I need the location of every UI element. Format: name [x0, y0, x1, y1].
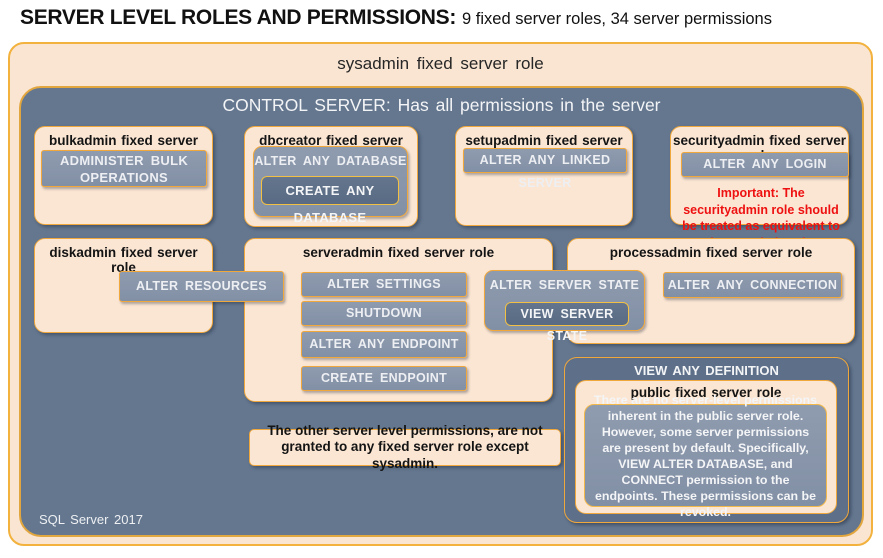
- serveradmin-role-title: serveradmin fixed server role: [302, 245, 495, 260]
- permission-alter-any-endpoint: ALTER ANY ENDPOINT: [301, 331, 467, 358]
- sysadmin-role-box: sysadmin fixed server role CONTROL SERVE…: [8, 42, 873, 546]
- permission-alter-any-database: ALTER ANY DATABASE CREATE ANY DATABASE: [253, 146, 408, 225]
- public-role-box: public fixed server role There are no se…: [575, 380, 837, 519]
- permission-view-any-definition-label: VIEW ANY DEFINITION: [634, 363, 779, 378]
- page-title-sub: 9 fixed server roles, 34 server permissi…: [462, 10, 772, 28]
- permission-alter-resources: ALTER RESOURCES: [119, 271, 284, 302]
- permission-create-any-database: CREATE ANY DATABASE: [261, 176, 399, 225]
- securityadmin-role-box: securityadmin fixed server role ALTER AN…: [670, 126, 849, 250]
- setupadmin-role-box: setupadmin fixed server role ALTER ANY L…: [455, 126, 633, 226]
- securityadmin-warning-text: Important: The securityadmin role should…: [682, 186, 840, 250]
- permission-create-endpoint: CREATE ENDPOINT: [301, 366, 467, 391]
- permission-alter-settings: ALTER SETTINGS: [301, 272, 467, 297]
- page-title-main: SERVER LEVEL ROLES AND PERMISSIONS:: [20, 6, 457, 29]
- control-server-box: CONTROL SERVER: Has all permissions in t…: [19, 86, 864, 537]
- permission-alter-any-database-label: ALTER ANY DATABASE: [254, 154, 407, 168]
- bulkadmin-role-box: bulkadmin fixed server role ADMINISTER B…: [34, 126, 213, 225]
- processadmin-role-title: processadmin fixed server role: [609, 245, 813, 260]
- permission-view-server-state: VIEW SERVER STATE: [505, 302, 629, 343]
- note-other-permissions: The other server level permissions, are …: [249, 423, 561, 471]
- page-title: SERVER LEVEL ROLES AND PERMISSIONS: 9 fix…: [20, 6, 772, 30]
- dbcreator-role-box: dbcreator fixed server role ALTER ANY DA…: [244, 126, 418, 227]
- public-role-description-box: There are no server-level permissions in…: [584, 393, 827, 519]
- view-any-definition-box: VIEW ANY DEFINITION public fixed server …: [564, 357, 849, 523]
- permission-alter-server-state: ALTER SERVER STATE VIEW SERVER STATE: [484, 270, 645, 343]
- control-server-label: CONTROL SERVER: Has all permissions in t…: [222, 95, 661, 115]
- sql-server-version-label: SQL Server 2017: [39, 512, 143, 527]
- permission-alter-server-state-label: ALTER SERVER STATE: [489, 278, 640, 292]
- public-role-description: There are no server-level permissions in…: [593, 392, 818, 519]
- permission-alter-any-login: ALTER ANY LOGIN: [681, 152, 849, 177]
- permission-shutdown: SHUTDOWN: [301, 301, 467, 326]
- diskadmin-role-title: diskadmin fixed server role: [49, 245, 198, 275]
- public-role-title: public fixed server role: [630, 385, 782, 400]
- permission-alter-any-linked-server: ALTER ANY LINKED SERVER: [463, 148, 627, 190]
- permission-administer-bulk-operations: ADMINISTER BULK OPERATIONS: [41, 150, 207, 187]
- permission-alter-any-connection: ALTER ANY CONNECTION: [663, 272, 842, 298]
- sysadmin-role-label: sysadmin fixed server role: [337, 54, 544, 73]
